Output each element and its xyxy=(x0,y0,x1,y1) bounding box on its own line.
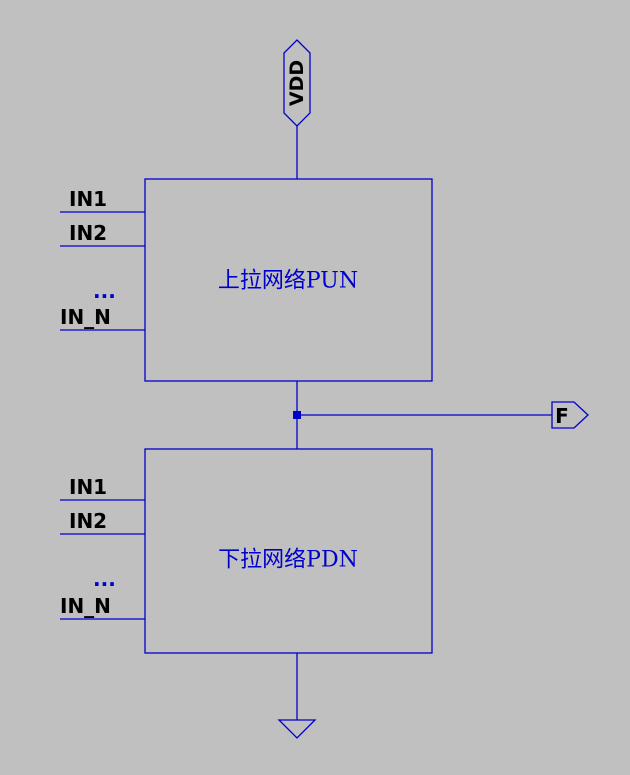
pdn-input-label-1: IN1 xyxy=(69,475,107,499)
pull-up-network-label: 上拉网络PUN xyxy=(218,269,358,294)
pdn-input-label-n: IN_N xyxy=(60,594,111,618)
ground-symbol xyxy=(277,719,317,739)
junction-dot xyxy=(293,411,301,419)
pun-input-label-2: IN2 xyxy=(69,221,107,245)
pun-input-label-1: IN1 xyxy=(69,187,107,211)
pull-down-network-label: 下拉网络PDN xyxy=(218,548,358,573)
vdd-label: VDD xyxy=(286,60,308,106)
output-port-flag xyxy=(551,401,589,429)
pull-up-network-box xyxy=(144,178,433,382)
pdn-input-ellipsis: ... xyxy=(93,567,116,591)
pun-input-label-n: IN_N xyxy=(60,305,111,329)
pull-down-network-box xyxy=(144,448,433,654)
pun-input-ellipsis: ... xyxy=(93,279,116,303)
pdn-input-label-2: IN2 xyxy=(69,509,107,533)
output-label: F xyxy=(555,404,569,428)
